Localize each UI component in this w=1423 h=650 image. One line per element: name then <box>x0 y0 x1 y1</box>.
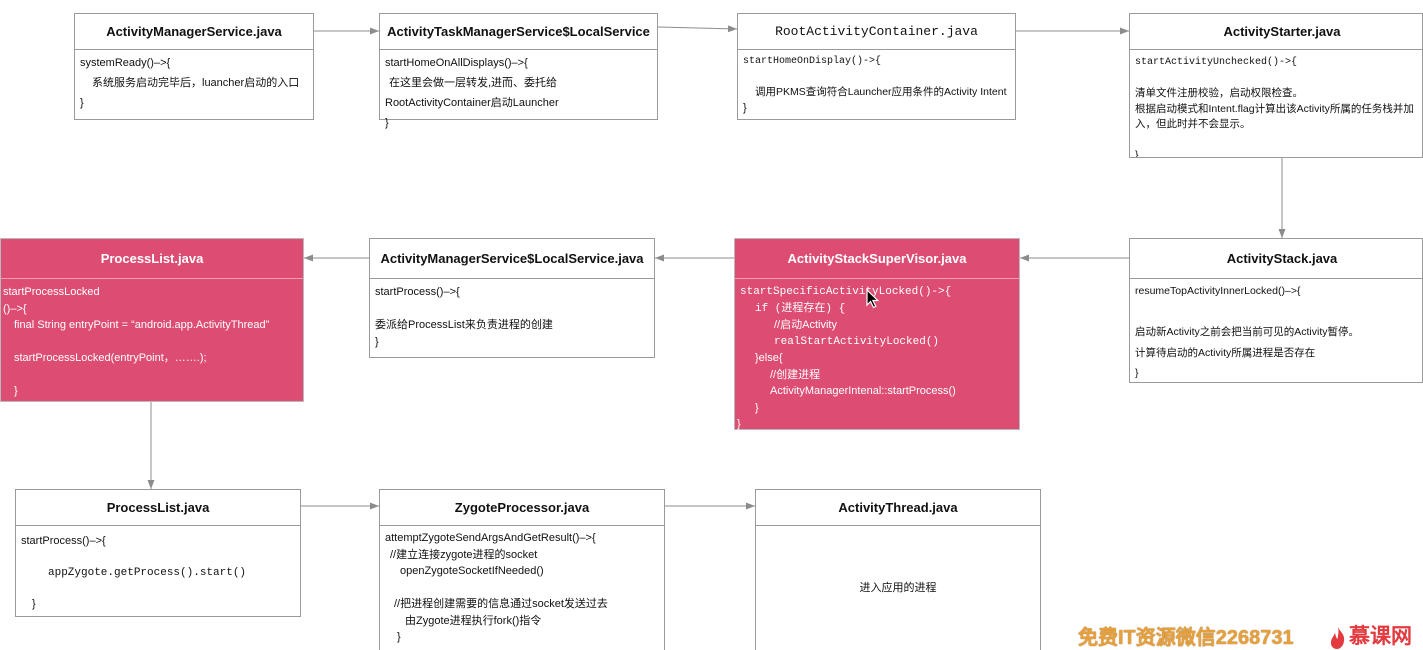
box-title: ActivityManagerService$LocalService.java <box>370 239 654 279</box>
closing-brace: } <box>80 97 84 109</box>
closing-brace: } <box>385 117 389 129</box>
closing-brace: } <box>737 418 741 430</box>
box-activity-thread: ActivityThread.java 进入应用的进程 <box>755 489 1041 650</box>
box-title: ActivityStarter.java <box>1130 14 1422 50</box>
description-text: 委派给ProcessList来负责进程的创建 <box>375 319 553 331</box>
description-text: 在这里会做一层转发,进而、委托给 <box>389 77 558 89</box>
box-body: startProcessLocked ()–>{ final String en… <box>1 279 303 400</box>
box-title: RootActivityContainer.java <box>738 14 1015 50</box>
brand-logo: 慕课网 <box>1328 624 1423 650</box>
closing-brace: } <box>397 631 401 643</box>
closing-brace: } <box>32 598 36 611</box>
description-text: 进入应用的进程 <box>859 582 937 594</box>
else-statement: }else{ <box>755 352 783 364</box>
box-activity-stack: ActivityStack.java resumeTopActivityInne… <box>1129 238 1423 383</box>
description-text: 入，但此时并不会显示。 <box>1135 118 1251 130</box>
box-title: ProcessList.java <box>1 239 303 279</box>
box-title: ActivityThread.java <box>756 490 1040 526</box>
box-body: 进入应用的进程 <box>756 526 1040 596</box>
closing-brace: } <box>14 385 18 397</box>
code-call: realStartActivityLocked() <box>774 335 940 348</box>
box-zygote-processor: ZygoteProcessor.java attemptZygoteSendAr… <box>379 489 665 650</box>
method-signature: startProcess()–>{ <box>375 286 460 298</box>
method-signature: systemReady()–>{ <box>80 57 171 69</box>
method-signature: startHomeOnAllDisplays()–>{ <box>385 57 528 69</box>
box-activity-stack-supervisor: ActivityStackSuperVisor.java startSpecif… <box>734 238 1020 430</box>
code-comment: //把进程创建需要的信息通过socket发送过去 <box>394 598 608 610</box>
description-text: 调用PKMS查询符合Launcher应用条件的Activity Intent <box>755 86 1007 98</box>
box-body: resumeTopActivityInnerLocked()–>{ 启动新Act… <box>1130 279 1422 382</box>
watermark-text: 免费IT资源微信2268731 <box>1078 627 1294 649</box>
brand-logo-text: 慕课网 <box>1349 625 1412 648</box>
box-process-list-start: ProcessList.java startProcess()–>{ appZy… <box>15 489 301 617</box>
arrow-atms-to-root-container <box>657 25 738 33</box>
box-root-activity-container: RootActivityContainer.java startHomeOnDi… <box>737 13 1016 120</box>
code-comment: //创建进程 <box>770 368 821 381</box>
description-text: 启动新Activity之前会把当前可见的Activity暂停。 <box>1135 326 1360 338</box>
box-title: ActivityStackSuperVisor.java <box>735 239 1019 279</box>
box-body: startActivityUnchecked()->{ 清单文件注册校验，启动权… <box>1130 50 1422 158</box>
description-text: 由Zygote进程执行fork()指令 <box>405 614 542 627</box>
code-comment: //启动Activity <box>774 319 837 331</box>
method-signature: startProcessLocked <box>3 286 100 298</box>
box-activity-manager-service: ActivityManagerService.java systemReady(… <box>74 13 314 120</box>
method-signature: attemptZygoteSendArgsAndGetResult()–>{ <box>385 532 596 544</box>
box-title: ZygoteProcessor.java <box>380 490 664 526</box>
closing-brace: } <box>375 335 379 348</box>
code-statement: final String entryPoint = “android.app.A… <box>14 319 270 331</box>
box-body: attemptZygoteSendArgsAndGetResult()–>{ /… <box>380 526 664 646</box>
code-comment: //建立连接zygote进程的socket <box>390 548 538 561</box>
method-signature: startActivityUnchecked()->{ <box>1135 57 1298 68</box>
method-signature-continued: ()–>{ <box>3 302 27 315</box>
description-text: 根据启动模式和Intent.flag计算出该Activity所属的任务栈并加 <box>1135 102 1414 115</box>
code-call: openZygoteSocketIfNeeded() <box>400 565 544 577</box>
method-signature: startHomeOnDisplay()->{ <box>743 56 882 67</box>
code-call: ActivityManagerIntenal::startProcess() <box>770 385 956 397</box>
box-body: startSpecificActivityLocked()->{ if (进程存… <box>735 279 1019 433</box>
closing-brace: } <box>1135 149 1139 158</box>
box-body: systemReady()–>{ 系统服务启动完毕后，luancher启动的入口… <box>75 50 313 113</box>
box-title: ActivityManagerService.java <box>75 14 313 50</box>
closing-brace: } <box>755 401 759 414</box>
method-signature: startProcess()–>{ <box>21 535 106 547</box>
if-statement: if (进程存在) { <box>755 302 846 315</box>
mouse-pointer-icon <box>866 289 880 309</box>
box-title: ActivityTaskManagerService$LocalService <box>380 14 657 50</box>
flame-icon <box>1330 627 1345 649</box>
closing-brace: } <box>743 101 747 114</box>
box-activity-starter: ActivityStarter.java startActivityUnchec… <box>1129 13 1423 158</box>
description-text: RootActivityContainer启动Launcher <box>385 97 559 109</box>
method-signature: startSpecificActivityLocked()->{ <box>740 286 952 298</box>
box-activity-manager-service-local: ActivityManagerService$LocalService.java… <box>369 238 655 358</box>
box-body: startProcess()–>{ appZygote.getProcess()… <box>16 526 300 613</box>
method-signature: resumeTopActivityInnerLocked()–>{ <box>1135 285 1301 297</box>
box-body: startHomeOnDisplay()->{ 调用PKMS查询符合Launch… <box>738 50 1015 116</box>
box-body: startProcess()–>{ 委派给ProcessList来负责进程的创建… <box>370 279 654 350</box>
code-call: appZygote.getProcess().start() <box>48 566 247 579</box>
box-process-list-locked: ProcessList.java startProcessLocked ()–>… <box>0 238 304 402</box>
description-text: 系统服务启动完毕后，luancher启动的入口 <box>92 77 300 89</box>
description-text: 清单文件注册校验，启动权限检查。 <box>1135 87 1303 99</box>
description-text: 计算待启动的Activity所属进程是否存在 <box>1135 346 1316 359</box>
closing-brace: } <box>1135 367 1139 379</box>
code-call: startProcessLocked(entryPoint，…….); <box>14 352 207 364</box>
box-body: startHomeOnAllDisplays()–>{ 在这里会做一层转发,进而… <box>380 50 657 133</box>
box-title: ProcessList.java <box>16 490 300 526</box>
box-activity-task-manager-service-local: ActivityTaskManagerService$LocalService … <box>379 13 658 129</box>
box-title: ActivityStack.java <box>1130 239 1422 279</box>
